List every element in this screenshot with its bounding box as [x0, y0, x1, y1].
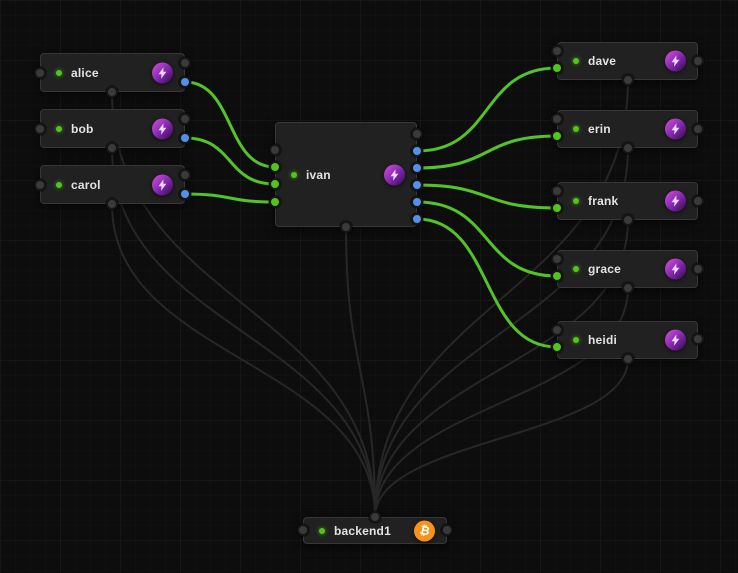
- backend-edge-heidi-backend1: [374, 358, 629, 518]
- port-erin-left-lower[interactable]: [551, 130, 563, 142]
- port-ivan-left-3[interactable]: [269, 196, 281, 208]
- status-dot: [56, 125, 62, 132]
- port-ivan-left-2[interactable]: [269, 178, 281, 190]
- lightning-icon: [152, 62, 173, 83]
- port-dave-right[interactable]: [692, 55, 704, 67]
- port-erin-left-upper[interactable]: [551, 113, 563, 125]
- port-erin-bottom[interactable]: [622, 142, 634, 154]
- node-label: erin: [588, 122, 611, 136]
- port-ivan-right-1[interactable]: [411, 145, 423, 157]
- status-dot: [291, 171, 297, 178]
- node-erin[interactable]: erin: [557, 110, 698, 148]
- node-label: heidi: [588, 333, 618, 347]
- port-ivan-left-1[interactable]: [269, 161, 281, 173]
- port-heidi-right[interactable]: [692, 333, 704, 345]
- node-label: frank: [588, 194, 619, 208]
- port-ivan-left-upper[interactable]: [269, 144, 281, 156]
- port-ivan-right-3[interactable]: [411, 179, 423, 191]
- port-carol-right-upper[interactable]: [179, 169, 191, 181]
- node-label: carol: [71, 177, 101, 192]
- node-label: alice: [71, 65, 99, 80]
- node-label: dave: [588, 54, 617, 68]
- port-dave-left-upper[interactable]: [551, 45, 563, 57]
- channel-edge-alice-ivan[interactable]: [183, 80, 277, 169]
- port-bob-right-lower[interactable]: [179, 132, 191, 144]
- node-label: grace: [588, 262, 622, 276]
- port-dave-left-lower[interactable]: [551, 62, 563, 74]
- port-carol-bottom[interactable]: [106, 198, 118, 210]
- status-dot: [319, 527, 325, 534]
- node-label: backend1: [334, 523, 391, 538]
- status-dot: [573, 266, 579, 272]
- port-heidi-left-upper[interactable]: [551, 324, 563, 336]
- lightning-icon: [665, 258, 686, 280]
- channel-edge-ivan-dave[interactable]: [415, 66, 559, 153]
- node-label: bob: [71, 121, 94, 136]
- port-heidi-bottom[interactable]: [622, 353, 634, 365]
- channel-edge-ivan-frank[interactable]: [415, 183, 559, 210]
- lightning-icon: [665, 329, 686, 351]
- status-dot: [573, 58, 579, 64]
- port-grace-left-lower[interactable]: [551, 270, 563, 282]
- port-grace-bottom[interactable]: [622, 282, 634, 294]
- node-label: ivan: [306, 167, 331, 182]
- port-alice-right-lower[interactable]: [179, 76, 191, 88]
- port-backend1-right[interactable]: [441, 524, 453, 536]
- node-frank[interactable]: frank: [557, 182, 698, 220]
- channel-edge-ivan-grace[interactable]: [415, 200, 559, 278]
- port-backend1-left[interactable]: [297, 524, 309, 536]
- status-dot: [573, 337, 579, 343]
- port-bob-bottom[interactable]: [106, 142, 118, 154]
- status-dot: [56, 181, 62, 188]
- port-heidi-left-lower[interactable]: [551, 341, 563, 353]
- port-backend1-top[interactable]: [369, 511, 381, 523]
- port-alice-right-upper[interactable]: [179, 57, 191, 69]
- bitcoin-glyph: ₿: [418, 522, 431, 539]
- port-frank-left-upper[interactable]: [551, 185, 563, 197]
- backend-edge-carol-backend1: [111, 203, 376, 518]
- port-grace-right[interactable]: [692, 263, 704, 275]
- status-dot: [573, 198, 579, 204]
- lightning-icon: [665, 118, 686, 140]
- node-dave[interactable]: dave: [557, 42, 698, 80]
- lightning-icon: [665, 190, 686, 212]
- lightning-icon: [152, 118, 173, 139]
- port-bob-left[interactable]: [34, 123, 46, 135]
- channel-edge-bob-ivan[interactable]: [183, 136, 277, 186]
- channel-edge-carol-ivan[interactable]: [183, 192, 277, 204]
- backend-edge-bob-backend1: [111, 147, 376, 518]
- port-alice-left[interactable]: [34, 67, 46, 79]
- port-dave-bottom[interactable]: [622, 74, 634, 86]
- port-ivan-right-4[interactable]: [411, 196, 423, 208]
- channel-edge-ivan-erin[interactable]: [415, 134, 559, 170]
- bitcoin-icon: ₿: [414, 520, 435, 541]
- port-alice-bottom[interactable]: [106, 86, 118, 98]
- port-carol-left[interactable]: [34, 179, 46, 191]
- status-dot: [56, 69, 62, 76]
- port-frank-right[interactable]: [692, 195, 704, 207]
- port-ivan-right-upper[interactable]: [411, 128, 423, 140]
- port-ivan-right-5[interactable]: [411, 213, 423, 225]
- node-bob[interactable]: bob: [40, 109, 185, 148]
- channel-edge-ivan-heidi[interactable]: [415, 217, 559, 349]
- node-alice[interactable]: alice: [40, 53, 185, 92]
- lightning-icon: [665, 50, 686, 72]
- port-grace-left-upper[interactable]: [551, 253, 563, 265]
- port-erin-right[interactable]: [692, 123, 704, 135]
- backend-edge-dave-backend1: [374, 79, 629, 518]
- port-ivan-right-2[interactable]: [411, 162, 423, 174]
- port-frank-bottom[interactable]: [622, 214, 634, 226]
- port-ivan-bottom[interactable]: [340, 221, 352, 233]
- status-dot: [573, 126, 579, 132]
- lightning-icon: [152, 174, 173, 195]
- node-ivan[interactable]: ivan: [275, 122, 417, 227]
- port-carol-right-lower[interactable]: [179, 188, 191, 200]
- port-frank-left-lower[interactable]: [551, 202, 563, 214]
- port-bob-right-upper[interactable]: [179, 113, 191, 125]
- backend-edge-ivan-backend1: [345, 226, 376, 518]
- lightning-icon: [384, 164, 405, 185]
